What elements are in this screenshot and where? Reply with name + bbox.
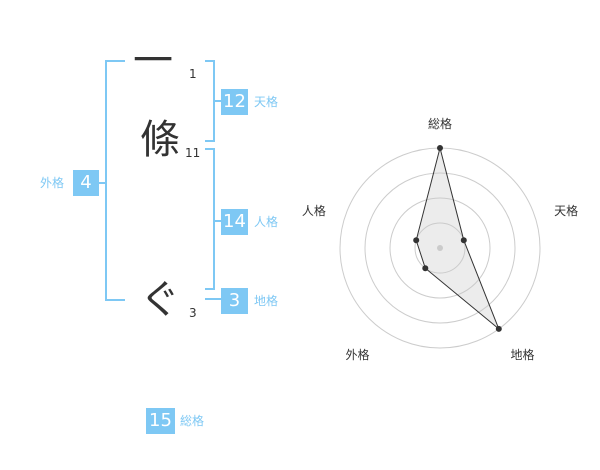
soukaku-value: 15 <box>146 408 175 434</box>
radar-point <box>413 237 420 244</box>
stroke-count-1: 1 <box>189 67 197 81</box>
gaikaku-value: 4 <box>73 170 99 196</box>
gaikaku-tick <box>97 182 105 184</box>
radar-point <box>437 145 443 151</box>
tenkaku-bracket <box>205 60 215 142</box>
radar-series <box>413 145 502 332</box>
chikaku-value: 3 <box>221 288 248 314</box>
radar-axis-label: 天格 <box>554 203 578 218</box>
radar-point <box>422 265 429 272</box>
stroke-count-2: 11 <box>185 146 201 160</box>
gaikaku-label: 外格 <box>40 176 65 190</box>
name-char-2: 條 <box>140 117 180 163</box>
name-char-1: 一 <box>133 38 173 84</box>
soukaku-label: 総格 <box>180 414 205 428</box>
radar-axis-label: 外格 <box>345 347 369 362</box>
jinkaku-value: 14 <box>221 209 248 235</box>
tenkaku-value: 12 <box>221 89 248 115</box>
radar-center <box>437 245 443 251</box>
chikaku-tick <box>205 298 221 300</box>
gaikaku-bracket <box>105 60 125 301</box>
radar-ring <box>389 197 491 299</box>
radar-ring <box>414 222 466 274</box>
radar-axis-label: 総格 <box>428 116 452 131</box>
jinkaku-bracket <box>205 148 215 290</box>
radar-point <box>495 325 502 332</box>
jinkaku-label: 人格 <box>254 215 279 229</box>
tenkaku-tick <box>215 100 221 102</box>
radar-point <box>460 237 467 244</box>
radar-axis-label: 地格 <box>511 347 535 362</box>
jinkaku-tick <box>215 220 221 222</box>
name-char-3: ぐ <box>140 277 180 323</box>
chikaku-label: 地格 <box>254 294 279 308</box>
radar-axis-label: 人格 <box>302 203 326 218</box>
radar-ring <box>364 172 516 324</box>
radar-series-polygon <box>415 147 500 330</box>
stroke-count-3: 3 <box>189 306 197 320</box>
tenkaku-label: 天格 <box>254 95 279 109</box>
